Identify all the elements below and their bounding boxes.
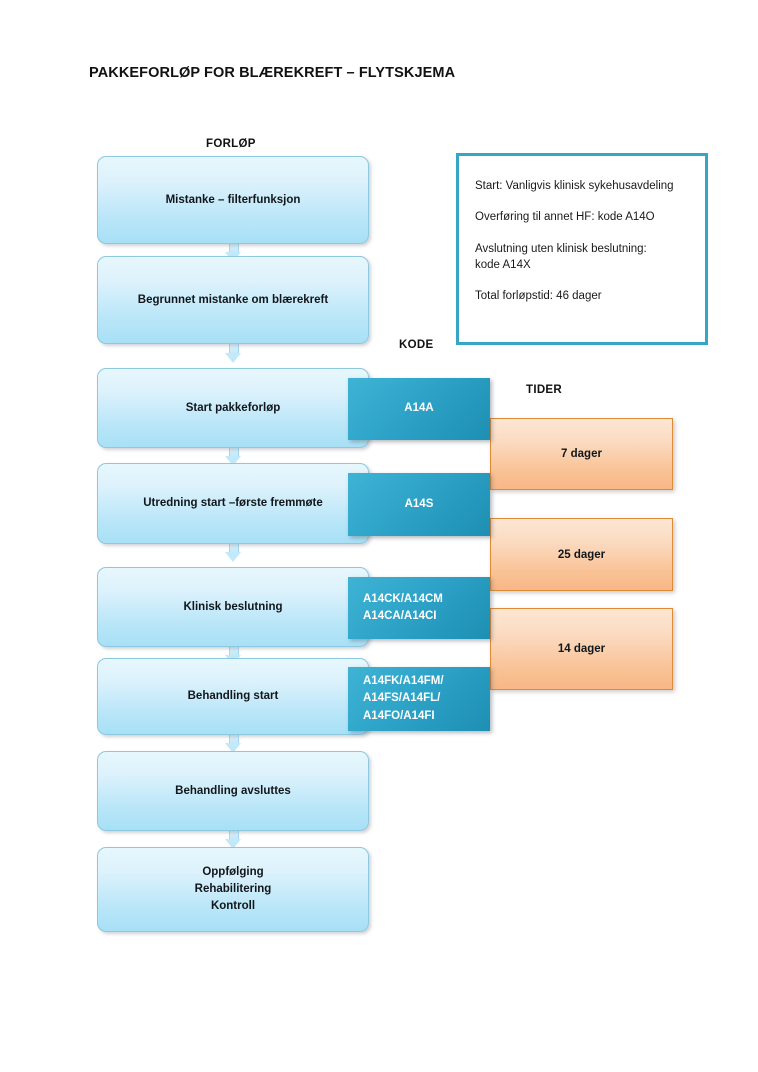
code-box-a14s[interactable]: A14S (348, 473, 490, 536)
info-box: Start: Vanligvis klinisk sykehusavdeling… (456, 153, 708, 345)
code-box-label: A14FK/A14FM/A14FS/A14FL/A14FO/A14FI (363, 675, 444, 722)
flow-step-klinisk-beslutning[interactable]: Klinisk beslutning (97, 567, 369, 647)
flow-step-label: Utredning start –første fremmøte (143, 497, 323, 510)
time-box-label: 7 dager (561, 448, 602, 460)
info-line-total: Total forløpstid: 46 dager (475, 290, 602, 303)
flow-step-label: Mistanke – filterfunksjon (165, 193, 301, 206)
flow-step-label: Behandling start (187, 690, 279, 703)
flow-step-behandling-start[interactable]: Behandling start (97, 658, 369, 735)
arrow-down-icon (225, 447, 242, 466)
code-box-a14f-group[interactable]: A14FK/A14FM/A14FS/A14FL/A14FO/A14FI (348, 667, 490, 731)
time-box-label: 14 dager (557, 643, 606, 655)
flow-step-mistanke-filterfunksjon[interactable]: Mistanke – filterfunksjon (97, 156, 369, 244)
code-box-a14a[interactable]: A14A (348, 378, 490, 440)
page-title: PAKKEFORLØP FOR BLÆREKREFT – FLYTSKJEMA (89, 65, 456, 81)
column-header-forlop: FORLØP (206, 138, 256, 150)
flow-step-label: Start pakkeforløp (185, 401, 281, 414)
time-box-label: 25 dager (557, 548, 606, 561)
arrow-down-icon (225, 344, 242, 363)
column-header-tider: TIDER (526, 384, 562, 396)
code-box-label: A14A (404, 402, 434, 415)
flow-step-behandling-avsluttes[interactable]: Behandling avsluttes (97, 751, 369, 831)
flow-step-label: Behandling avsluttes (175, 784, 291, 797)
flow-step-label: Begrunnet mistanke om blærekreft (137, 293, 329, 306)
info-line-avslutning: Avslutning uten klinisk beslutning:kode … (475, 242, 647, 271)
info-line-overforing: Overføring til annet HF: kode A14O (475, 211, 655, 224)
arrow-down-icon (225, 543, 242, 562)
arrow-down-icon (225, 734, 242, 753)
flow-step-start-pakkeforlop[interactable]: Start pakkeforløp (97, 368, 369, 448)
column-header-kode: KODE (399, 339, 434, 351)
time-box-25-dager[interactable]: 25 dager (490, 518, 673, 591)
flow-step-begrunnet-mistanke[interactable]: Begrunnet mistanke om blærekreft (97, 256, 369, 344)
code-box-label: A14S (404, 497, 434, 510)
flow-step-label: Klinisk beslutning (183, 600, 283, 613)
time-box-7-dager[interactable]: 7 dager (490, 418, 673, 490)
arrow-down-icon (225, 830, 242, 849)
info-line-start: Start: Vanligvis klinisk sykehusavdeling (475, 180, 674, 192)
flow-step-utredning-start[interactable]: Utredning start –første fremmøte (97, 463, 369, 544)
time-box-14-dager[interactable]: 14 dager (490, 608, 673, 690)
